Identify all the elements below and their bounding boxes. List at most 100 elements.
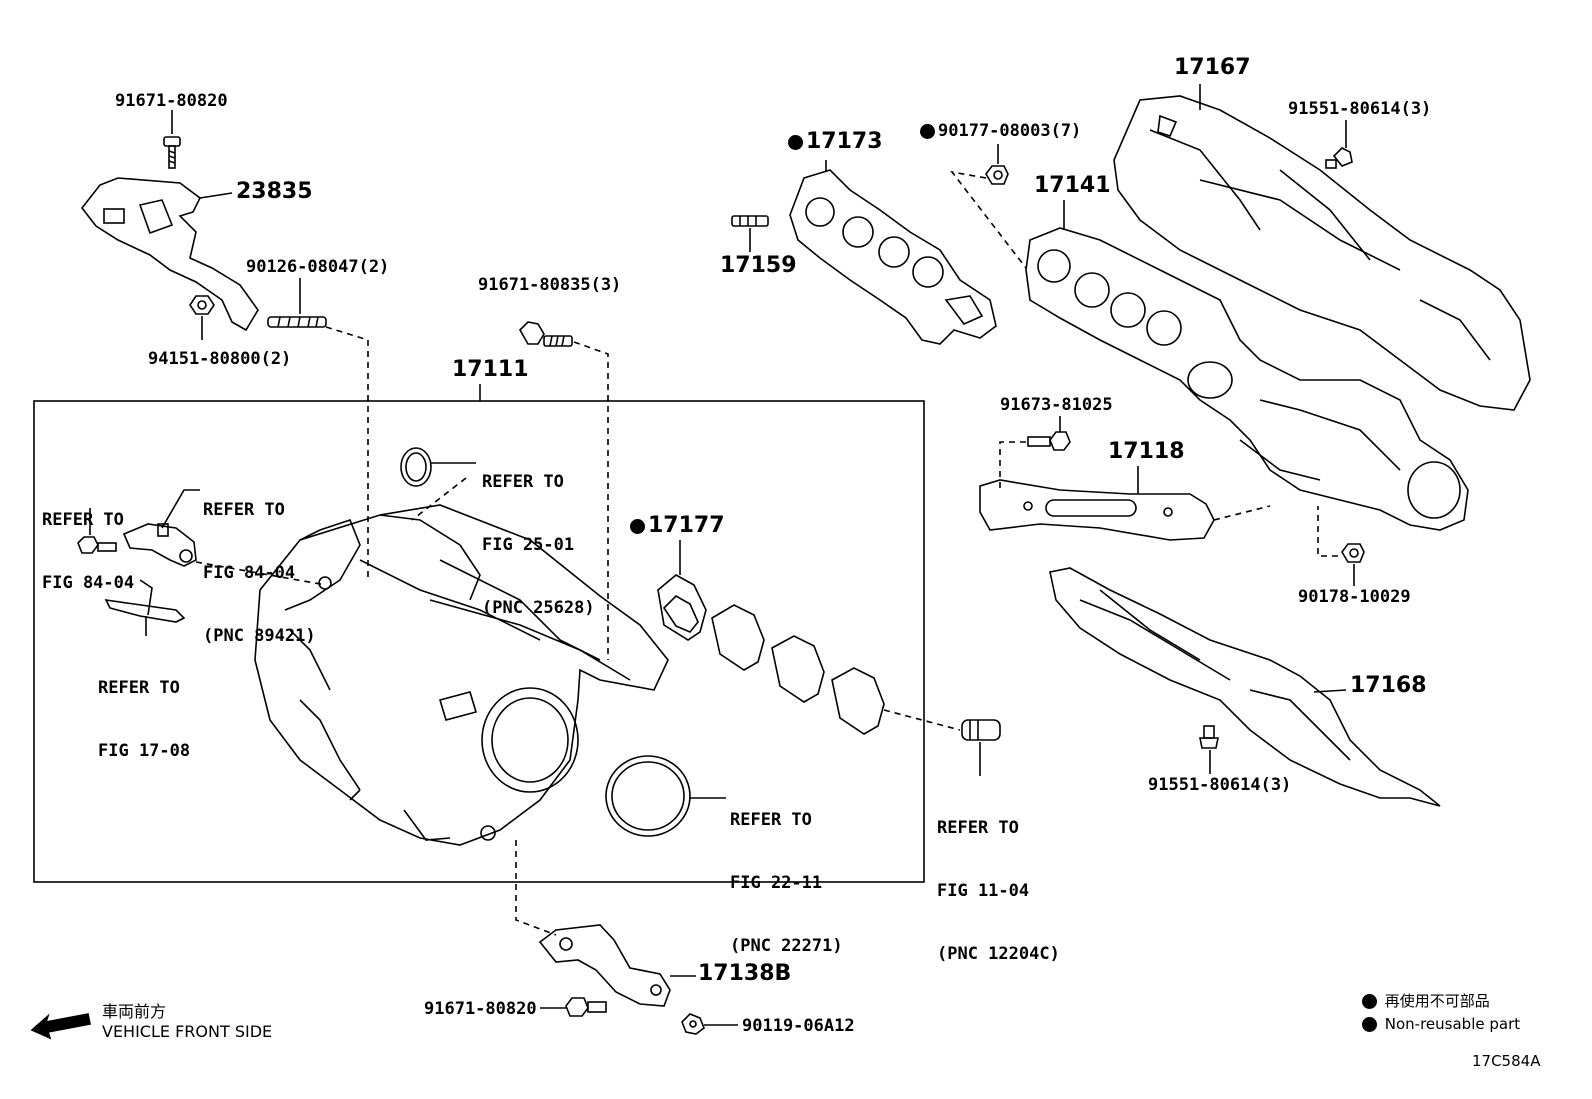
legend-jp: 再使用不可部品: [1384, 992, 1490, 1010]
label-91551-80614-bottom: 91551-80614(3): [1148, 775, 1292, 795]
ref-line1: REFER TO: [482, 472, 564, 492]
bolt-91671-80835: [519, 321, 573, 347]
nut-94151-80800: [189, 295, 215, 315]
ref-line2: FIG 25-01: [482, 535, 575, 555]
throttle-gasket-22271: [605, 755, 691, 837]
ref-line2: FIG 22-11: [730, 873, 823, 893]
label-90119-06a12: 90119-06A12: [742, 1016, 855, 1036]
non-reusable-dot-icon: [1362, 1017, 1377, 1032]
legend-row-en: Non-reusable part: [1362, 1015, 1520, 1033]
part-number: 90177-08003(7): [938, 121, 1082, 141]
vehicle-front-jp: 車両前方: [102, 1002, 167, 1021]
leader-ref-84-04-b: [161, 489, 200, 529]
label-17111: 17111: [452, 357, 529, 382]
label-91671-80820-bottom: 91671-80820: [424, 999, 537, 1019]
bracket-17138b: [538, 924, 671, 1007]
heat-insulator-17167: [1113, 95, 1531, 411]
bolt-90119-06a12: [681, 1013, 705, 1035]
ref-line3: (PNC 25628): [482, 598, 595, 618]
sensor-89421: [122, 523, 197, 567]
label-17141: 17141: [1034, 173, 1111, 198]
nut-90177-08003: [985, 165, 1009, 185]
ref-line1: REFER TO: [98, 678, 180, 698]
vehicle-front-en: VEHICLE FRONT SIDE: [102, 1022, 273, 1041]
legend-row-jp: 再使用不可部品: [1362, 990, 1520, 1011]
non-reusable-dot-icon: [788, 134, 803, 150]
assembly-box-17111: [33, 400, 925, 883]
label-91673-81025: 91673-81025: [1000, 395, 1113, 415]
bolt-91551-80614-top: [1325, 147, 1353, 169]
hose-17-08: [104, 579, 186, 623]
dash-90178: [1317, 506, 1338, 557]
dash-manifold-to-17138b: [515, 840, 557, 936]
ref-line2: FIG 17-08: [98, 741, 191, 761]
label-17138b: 17138B: [698, 961, 792, 986]
ref-line1: REFER TO: [42, 510, 124, 530]
ref-fig-17-08: REFER TO FIG 17-08: [98, 636, 190, 783]
dash-stud-to-manifold: [325, 326, 369, 580]
label-90126-08047: 90126-08047(2): [246, 257, 390, 277]
ref-fig-84-04-b: REFER TO FIG 84-04 (PNC 89421): [203, 458, 316, 668]
bracket-23835: [80, 177, 259, 332]
bolt-ref-84-04: [77, 536, 117, 554]
bolt-91671-80820-bottom: [565, 997, 607, 1017]
vehicle-front-arrow: [30, 1013, 91, 1040]
bolt-91551-80614-bottom: [1199, 725, 1219, 749]
ref-fig-22-11: REFER TO FIG 22-11 (PNC 22271): [730, 768, 843, 978]
ref-fig-11-04: REFER TO FIG 11-04 (PNC 12204C): [937, 776, 1060, 986]
non-reusable-dot-icon: [920, 123, 935, 139]
label-17118: 17118: [1108, 439, 1185, 464]
label-90178-10029: 90178-10029: [1298, 587, 1411, 607]
ref-line1: REFER TO: [730, 810, 812, 830]
nut-90178-10029: [1341, 543, 1365, 563]
ref-line2: FIG 84-04: [203, 563, 296, 583]
dash-ring-to-manifold: [411, 477, 467, 521]
dash-80835: [573, 341, 609, 660]
label-23835: 23835: [236, 179, 313, 204]
part-number: 17173: [806, 129, 883, 154]
non-reusable-dot-icon: [1362, 994, 1377, 1009]
dash-gasket-to-plug: [883, 709, 961, 731]
pcv-valve-12204c: [961, 719, 1001, 741]
label-17167: 17167: [1174, 55, 1251, 80]
ref-line2: FIG 84-04: [42, 573, 135, 593]
non-reusable-dot-icon: [630, 518, 645, 534]
leader-17168: [1313, 689, 1347, 693]
figure-code: 17C584A: [1472, 1052, 1541, 1070]
dash-91673: [999, 441, 1026, 490]
ref-fig-84-04-a: REFER TO FIG 84-04: [42, 468, 134, 615]
dash-17118-to-manifold: [1213, 505, 1271, 521]
stud-90126-08047: [267, 316, 327, 328]
ref-fig-25-01: REFER TO FIG 25-01 (PNC 25628): [482, 430, 595, 640]
label-91671-80820-top: 91671-80820: [115, 91, 228, 111]
legend: 再使用不可部品 Non-reusable part: [1362, 990, 1520, 1033]
label-17168: 17168: [1350, 673, 1427, 698]
ref-line1: REFER TO: [203, 500, 285, 520]
ref-line1: REFER TO: [937, 818, 1019, 838]
exhaust-manifold-17141: [1025, 227, 1469, 531]
ref-line3: (PNC 89421): [203, 626, 316, 646]
gasket-17173: [789, 169, 997, 345]
dash-sensor-to-manifold: [195, 561, 327, 586]
heat-insulator-17168: [1049, 567, 1441, 807]
label-17177: 17177: [630, 513, 725, 538]
gasket-ring-25628: [400, 447, 432, 487]
ref-line2: FIG 11-04: [937, 881, 1030, 901]
part-number: 17177: [648, 513, 725, 538]
vehicle-front-label: 車両前方 VEHICLE FRONT SIDE: [102, 998, 272, 1041]
label-17159: 17159: [720, 253, 797, 278]
legend-en: Non-reusable part: [1384, 1015, 1521, 1033]
stud-17159: [731, 215, 769, 227]
label-91671-80835: 91671-80835(3): [478, 275, 622, 295]
bracket-17118: [979, 479, 1215, 541]
bolt-91671-80820-top: [163, 136, 181, 169]
ref-line3: (PNC 12204C): [937, 944, 1060, 964]
bolt-91673-81025: [1027, 431, 1071, 451]
label-91551-80614-top: 91551-80614(3): [1288, 99, 1432, 119]
gasket-17177: [657, 574, 885, 735]
ref-line3: (PNC 22271): [730, 936, 843, 956]
label-94151-80800: 94151-80800(2): [148, 349, 292, 369]
intake-manifold-17111: [254, 504, 669, 846]
label-17173: 17173: [788, 129, 883, 154]
